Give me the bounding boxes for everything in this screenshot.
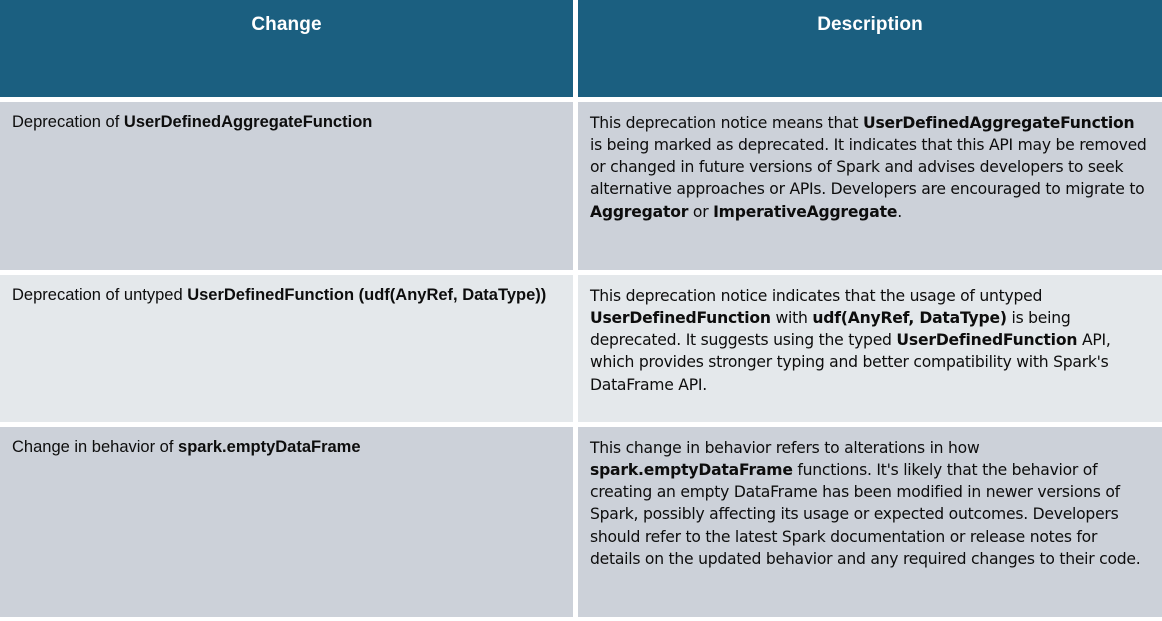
- cell-change: Change in behavior of spark.emptyDataFra…: [0, 427, 573, 617]
- table-row: Deprecation of untyped UserDefinedFuncti…: [0, 275, 1162, 422]
- cell-change: Deprecation of UserDefinedAggregateFunct…: [0, 102, 573, 270]
- row-divider: [0, 422, 1162, 427]
- row-divider: [0, 270, 1162, 275]
- cell-description: This deprecation notice indicates that t…: [578, 275, 1162, 422]
- table-row: Change in behavior of spark.emptyDataFra…: [0, 427, 1162, 617]
- column-header-change: Change: [0, 0, 573, 97]
- column-header-description: Description: [578, 0, 1162, 97]
- cell-change: Deprecation of untyped UserDefinedFuncti…: [0, 275, 573, 422]
- column-gutter: [573, 102, 578, 270]
- table-row: Deprecation of UserDefinedAggregateFunct…: [0, 102, 1162, 270]
- cell-description: This change in behavior refers to altera…: [578, 427, 1162, 617]
- column-gutter: [573, 427, 578, 617]
- column-gutter: [573, 0, 578, 97]
- table-header-row: Change Description: [0, 0, 1162, 97]
- row-divider: [0, 97, 1162, 102]
- column-gutter: [573, 275, 578, 422]
- cell-description: This deprecation notice means that UserD…: [578, 102, 1162, 270]
